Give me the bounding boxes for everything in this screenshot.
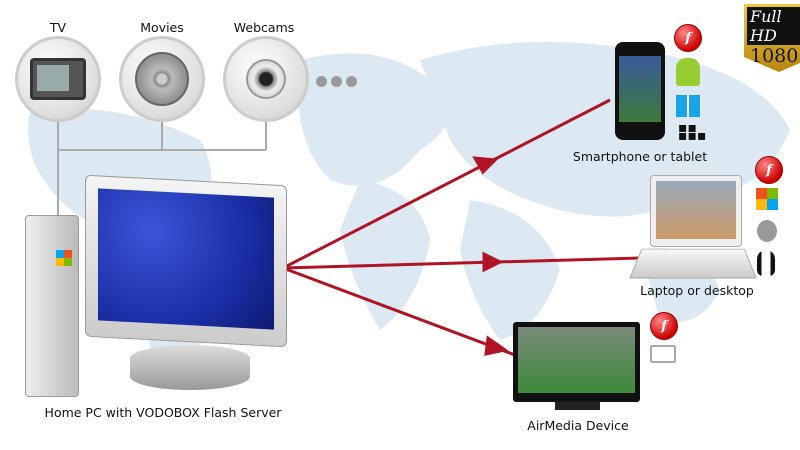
webcams-label: Webcams: [233, 20, 295, 35]
smartphone-label: Smartphone or tablet: [572, 149, 708, 164]
android-icon: [676, 58, 700, 86]
windows-icon: [676, 95, 700, 117]
linux-icon: [757, 250, 775, 276]
windows-logo-icon: [56, 250, 72, 266]
full-hd-badge: Full HD 1080: [744, 4, 800, 72]
stream-arrows: [282, 98, 641, 357]
flash-icon: f: [674, 24, 702, 52]
monitor: [85, 174, 287, 348]
badge-line2: 1080: [750, 45, 799, 67]
film-reel-icon: [135, 52, 189, 106]
movies-source: [119, 36, 205, 122]
tv-source: [15, 36, 101, 122]
movies-label: Movies: [140, 20, 184, 35]
laptop-image: [650, 175, 742, 247]
monitor-screen: [98, 188, 274, 330]
windows-xp-icon: [756, 188, 778, 210]
webcam-icon: [246, 59, 286, 99]
blackberry-icon: ▪▪▪▪▪: [678, 120, 707, 144]
flash-icon: f: [755, 156, 783, 184]
tv-label: TV: [49, 20, 67, 35]
webcams-source: [223, 36, 309, 122]
monitor-stand: [130, 345, 250, 390]
airmedia-label: AirMedia Device: [527, 418, 629, 433]
laptop-label: Laptop or desktop: [640, 283, 754, 298]
airmedia-tv-image: [513, 322, 640, 402]
server-label: Home PC with VODOBOX Flash Server: [44, 405, 282, 420]
smartphone-image: [615, 42, 665, 140]
ellipsis-icon: [316, 76, 357, 87]
tv-icon: [30, 58, 86, 100]
pc-tower: [25, 215, 79, 397]
badge-line1: Full HD: [747, 7, 800, 45]
apple-icon: [757, 220, 777, 242]
connection-lines: [57, 118, 267, 240]
airplay-icon: [650, 345, 676, 363]
flash-icon: f: [650, 312, 678, 340]
